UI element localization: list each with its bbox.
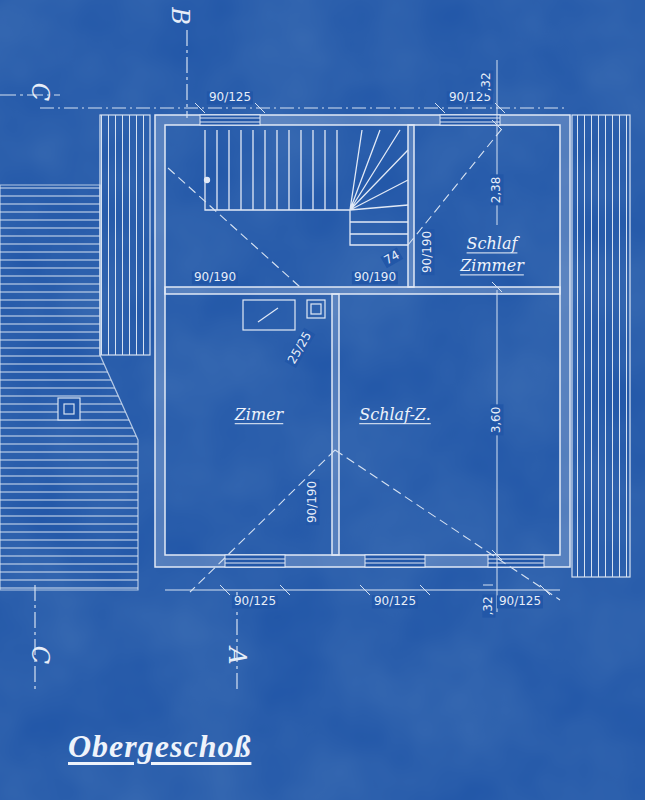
windows — [200, 115, 544, 567]
staircase — [350, 222, 408, 234]
windows — [225, 555, 285, 567]
roof-ridge-lines — [190, 450, 335, 592]
roof-hatching — [0, 185, 138, 590]
roof-hatching — [572, 115, 630, 577]
roof-hatching — [0, 115, 630, 590]
chimney-flue — [243, 300, 295, 330]
roof-ridge-lines — [168, 125, 560, 600]
windows — [440, 118, 500, 119]
section-lines — [0, 30, 237, 690]
windows — [200, 122, 260, 123]
roof-hatching — [64, 404, 74, 414]
dimension-label: 2,38 — [490, 175, 503, 206]
room-area: Schlaf Zimmer — [414, 125, 560, 287]
windows — [225, 563, 285, 564]
section-marker: B — [167, 5, 193, 27]
walls — [408, 125, 414, 287]
dimension-label: 90/190 — [192, 271, 238, 284]
staircase — [217, 130, 337, 210]
roof-ridge-lines — [335, 450, 560, 600]
walls — [155, 115, 570, 567]
dimension-label: 90/125 — [497, 595, 543, 608]
windows — [488, 559, 544, 560]
dimension-label: ,32 — [480, 70, 493, 93]
windows — [365, 559, 425, 560]
dimension-label: 90/190 — [421, 229, 434, 275]
dimension-lines — [40, 108, 565, 109]
roof-hatching — [100, 115, 150, 355]
staircase — [350, 130, 408, 210]
dimension-label: 90/190 — [352, 271, 398, 284]
staircase — [205, 178, 210, 183]
dimension-label: 90/125 — [207, 91, 253, 104]
windows — [200, 115, 260, 125]
windows — [365, 563, 425, 564]
chimney-flue — [258, 308, 278, 322]
section-marker: C — [27, 81, 53, 103]
roof-ridge-lines — [408, 125, 505, 245]
dimension-lines — [497, 290, 498, 612]
section-lines — [34, 585, 35, 690]
windows — [200, 118, 260, 119]
walls — [332, 294, 339, 555]
windows — [225, 559, 285, 560]
chimney-flue — [243, 300, 325, 330]
windows — [488, 563, 544, 564]
dimension-label: 90/125 — [232, 595, 278, 608]
windows — [440, 115, 500, 125]
staircase — [205, 130, 408, 245]
room-name: Zimer — [199, 404, 319, 426]
windows — [365, 555, 425, 567]
dimension-label: ,32 — [482, 594, 495, 617]
windows — [440, 122, 500, 123]
chimney-flue — [311, 304, 321, 314]
dimension-lines — [40, 60, 565, 612]
chimney-flue — [307, 300, 325, 318]
walls — [155, 115, 570, 567]
dimension-label: 90/125 — [372, 595, 418, 608]
section-marker: C — [27, 644, 53, 666]
dimension-lines — [220, 585, 550, 595]
section-marker: A — [224, 645, 250, 666]
drawing-title: Obergeschoß — [68, 728, 251, 765]
room-name: Schlaf-Z. — [345, 404, 445, 426]
room-name: Schlaf Zimmer — [446, 233, 538, 276]
room-area: Schlaf-Z. — [339, 294, 560, 555]
roof-ridge-lines — [168, 168, 300, 287]
dimension-label: 3,60 — [490, 405, 503, 436]
section-lines — [186, 30, 187, 118]
dimension-label: 90/190 — [306, 479, 319, 525]
windows — [488, 555, 544, 567]
roof-hatching — [58, 398, 80, 420]
